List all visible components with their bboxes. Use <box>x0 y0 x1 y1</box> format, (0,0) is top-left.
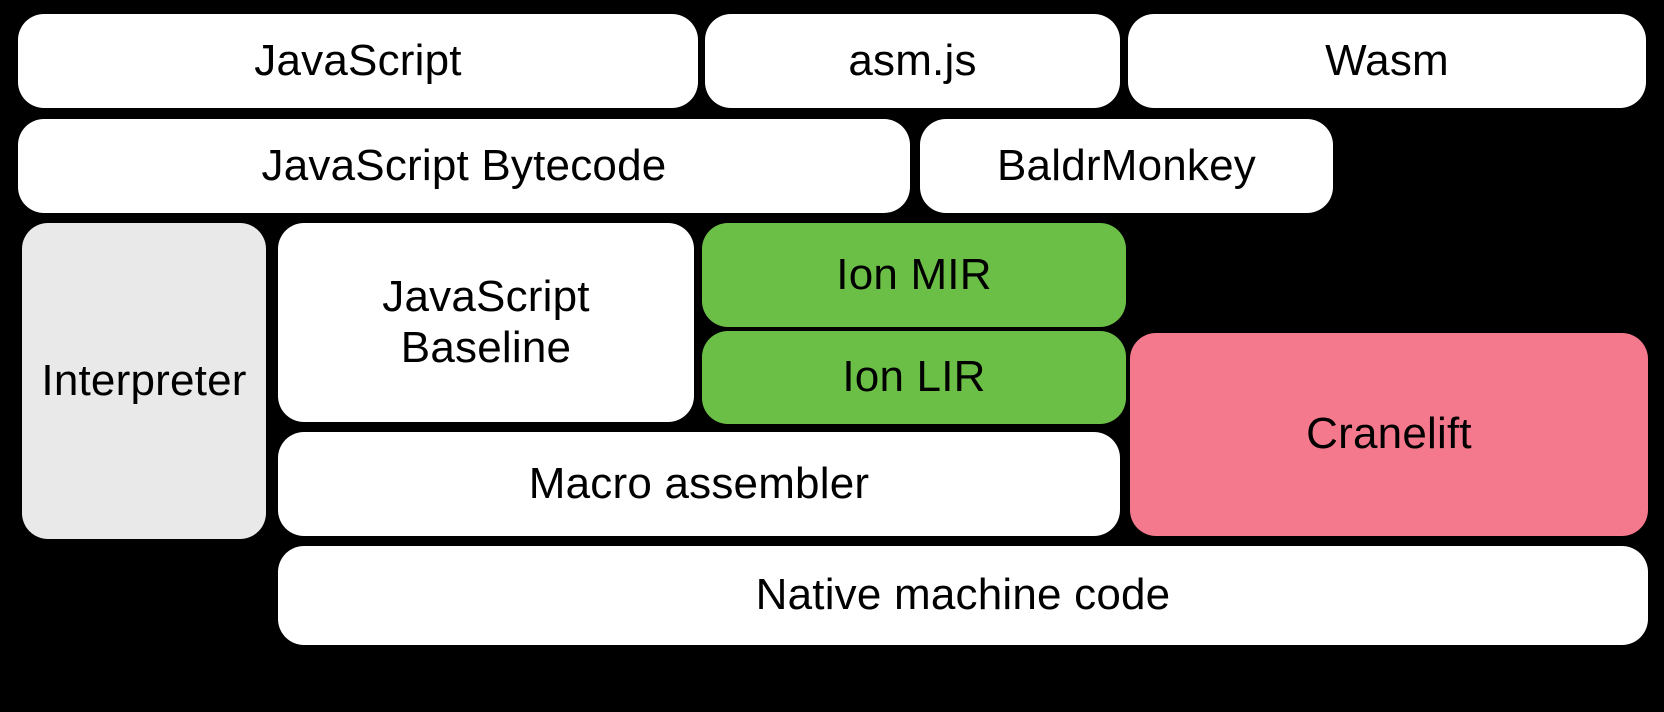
node-wasm[interactable]: Wasm <box>1128 14 1646 108</box>
node-macro-assembler[interactable]: Macro assembler <box>278 432 1120 536</box>
node-interpreter[interactable]: Interpreter <box>22 223 266 539</box>
node-ion-lir[interactable]: Ion LIR <box>702 331 1126 424</box>
node-javascript-baseline[interactable]: JavaScript Baseline <box>278 223 694 422</box>
node-javascript-bytecode[interactable]: JavaScript Bytecode <box>18 119 910 213</box>
node-javascript[interactable]: JavaScript <box>18 14 698 108</box>
node-baldrmonkey[interactable]: BaldrMonkey <box>920 119 1333 213</box>
node-ion-mir[interactable]: Ion MIR <box>702 223 1126 327</box>
node-cranelift[interactable]: Cranelift <box>1130 333 1648 536</box>
node-asmjs[interactable]: asm.js <box>705 14 1120 108</box>
node-native-machine-code[interactable]: Native machine code <box>278 546 1648 645</box>
